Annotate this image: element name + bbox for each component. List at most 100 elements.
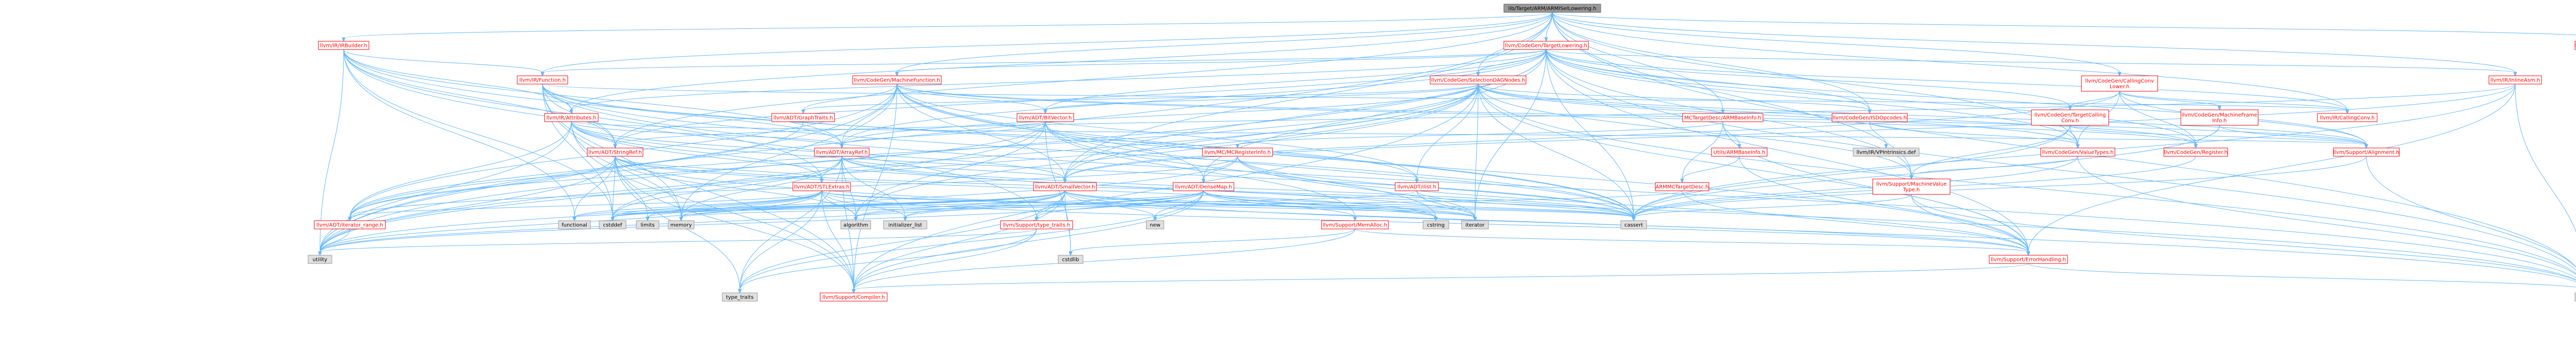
dependency-edge <box>2515 84 2576 233</box>
graph-node-mcregisterinfo[interactable]: llvm/MC/MCRegisterInfo.h <box>1202 147 1273 157</box>
graph-node-ilist[interactable]: llvm/ADT/ilist.h <box>1395 182 1439 191</box>
node-label: llvm/ADT/SmallVector.h <box>1035 185 1095 190</box>
dependency-edge <box>1478 84 2576 274</box>
dependency-edge <box>343 49 577 222</box>
node-label: llvm/ADT/ilist.h <box>1397 185 1436 190</box>
graph-node-smallvector[interactable]: llvm/ADT/SmallVector.h <box>1033 182 1097 191</box>
graph-node-cassert: cassert <box>1620 220 1647 229</box>
graph-node-alignment[interactable]: llvm/Support/Alignment.h <box>2333 147 2400 157</box>
graph-node-root[interactable]: lib/Target/ARM/ARMISelLowering.h <box>1503 4 1601 13</box>
graph-node-cstring: cstring <box>1422 220 1449 229</box>
graph-node-graphtraits[interactable]: llvm/ADT/GraphTraits.h <box>771 113 835 122</box>
graph-node-irbuilder[interactable]: llvm/IR/IRBuilder.h <box>318 41 369 50</box>
dependency-edge <box>1552 12 2080 149</box>
graph-node-stlextras[interactable]: llvm/ADT/STLExtras.h <box>792 182 851 191</box>
dependency-edge <box>1478 84 1872 114</box>
node-label: llvm/IR/Function.h <box>519 78 566 84</box>
dependency-edge <box>840 84 1479 149</box>
dependency-edge <box>1739 156 2030 256</box>
graph-node-utility: utility <box>308 255 332 264</box>
graph-node-type-traits-support[interactable]: llvm/Support/type_traits.h <box>1000 220 1073 229</box>
dependency-edge <box>2028 263 2576 288</box>
graph-node-compiler[interactable]: llvm/Support/Compiler.h <box>820 292 888 302</box>
graph-node-armmctargetdesc[interactable]: ARMMCTargetDesc.h <box>1655 182 1709 191</box>
dependency-edge <box>2068 91 2120 111</box>
graph-node-valuetypes[interactable]: llvm/CodeGen/ValueTypes.h <box>2040 147 2115 157</box>
dependency-edge <box>343 49 545 77</box>
node-label: utility <box>313 257 328 263</box>
graph-node-register[interactable]: llvm/CodeGen/Register.h <box>2163 147 2228 157</box>
dependency-edge <box>540 12 1553 77</box>
graph-node-iterator-range[interactable]: llvm/ADT/iterator_range.h <box>314 220 386 229</box>
dependency-edge <box>542 84 2576 278</box>
dependency-edge <box>852 190 1204 294</box>
graph-node-machinefunction[interactable]: llvm/CodeGen/MachineFunction.h <box>852 75 942 85</box>
node-label: limits <box>640 223 654 228</box>
graph-node-attributes[interactable]: llvm/IR/Attributes.h <box>544 113 599 122</box>
dependency-edge <box>1909 156 2078 180</box>
node-label: llvm/IR/IRBuilder.h <box>320 43 367 49</box>
node-label: llvm/ADT/STLExtras.h <box>794 185 850 190</box>
graph-node-new: new <box>1146 220 1164 229</box>
graph-node-string: string <box>2574 292 2576 302</box>
dependency-edge <box>840 49 1547 149</box>
dependency-edge <box>1632 125 2071 222</box>
dependency-edge <box>1045 121 1357 222</box>
node-label: llvm/IR/CallingConv.h <box>2320 116 2375 121</box>
node-label: llvm/CodeGen/Register.h <box>2164 150 2228 156</box>
dependency-edge <box>1354 228 2030 256</box>
node-label: cassert <box>1624 223 1643 228</box>
graph-node-limits: limits <box>636 220 659 229</box>
graph-node-armbaseinfo[interactable]: MCTargetDesc/ARMBaseInfo.h <box>1682 113 1764 122</box>
graph-node-targetlowering[interactable]: llvm/CodeGen/TargetLowering.h <box>1503 41 1589 50</box>
dependency-edge <box>1552 12 2576 36</box>
dependency-edge <box>342 12 1553 42</box>
node-label: llvm/Support/type_traits.h <box>1003 223 1070 228</box>
dependency-edge <box>738 228 1037 294</box>
graph-node-callingconv[interactable]: llvm/IR/CallingConv.h <box>2317 113 2378 122</box>
dependency-edge <box>572 190 1065 222</box>
dependency-edge <box>1416 190 1636 222</box>
dependency-edge <box>1552 12 2517 77</box>
node-label: new <box>1150 223 1161 228</box>
graph-node-bitvector[interactable]: llvm/ADT/BitVector.h <box>1016 113 1074 122</box>
graph-node-inlineasm[interactable]: llvm/IR/InlineAsm.h <box>2488 75 2542 85</box>
graph-node-function[interactable]: llvm/IR/Function.h <box>517 75 568 85</box>
graph-node-arrayref[interactable]: llvm/ADT/ArrayRef.h <box>814 147 870 157</box>
graph-node-densemap[interactable]: llvm/ADT/DenseMap.h <box>1173 182 1234 191</box>
graph-node-type-traits: type_traits <box>722 292 758 302</box>
node-label: llvm/ADT/DenseMap.h <box>1175 185 1232 190</box>
dependency-edge <box>540 49 1547 77</box>
node-label: llvm/CodeGen/ValueTypes.h <box>2042 150 2114 156</box>
dependency-edge <box>1546 49 2576 271</box>
graph-node-memalloc[interactable]: llvm/Support/MemAlloc.h <box>1321 220 1389 229</box>
node-label: llvm/Support/MemAlloc.h <box>1323 223 1387 228</box>
node-label: llvm/ADT/StringRef.h <box>588 150 641 156</box>
graph-node-memory: memory <box>668 220 694 229</box>
dependency-edge <box>1201 156 1238 184</box>
graph-node-selectiondagnodes[interactable]: llvm/CodeGen/SelectionDAGNodes.h <box>1430 75 1527 85</box>
graph-node-cstdlib: cstdlib <box>1058 255 1083 264</box>
node-label: initializer_list <box>888 223 922 228</box>
node-label: MCTargetDesc/ARMBaseInfo.h <box>1684 116 1761 121</box>
graph-node-stringref[interactable]: llvm/ADT/StringRef.h <box>587 147 643 157</box>
graph-node-supportcodegen[interactable]: llvm/Support/CodeGen.h <box>2574 41 2576 50</box>
node-label: llvm/CodeGen/SelectionDAGNodes.h <box>1431 78 1526 84</box>
graph-node-functional: functional <box>558 220 591 229</box>
node-label: llvm/IR/InlineAsm.h <box>2490 78 2540 84</box>
node-label: ARMMCTargetDesc.h <box>1655 185 1708 190</box>
graph-node-errorhandling[interactable]: llvm/Support/ErrorHandling.h <box>1989 255 2068 264</box>
node-label: llvm/ADT/GraphTraits.h <box>773 116 833 121</box>
dependency-edge <box>840 121 1046 149</box>
graph-node-armbaseinfo2[interactable]: Utils/ARMBaseInfo.h <box>1711 147 1768 157</box>
graph-node-isdopcodes[interactable]: llvm/CodeGen/ISDOpcodes.h <box>1832 113 1908 122</box>
